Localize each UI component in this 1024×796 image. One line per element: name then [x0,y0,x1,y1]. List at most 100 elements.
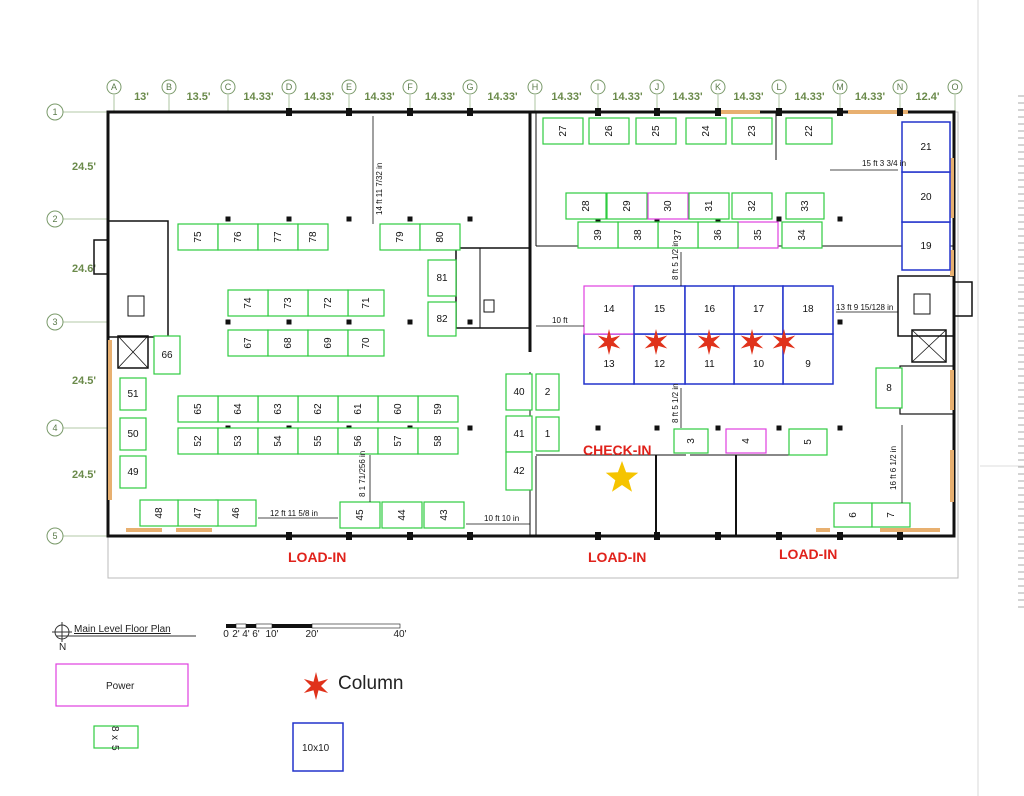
booth-31[interactable]: 31 [688,192,730,220]
booth-68[interactable]: 68 [267,329,309,357]
booth-25[interactable]: 25 [635,117,677,145]
booth-7[interactable]: 7 [871,502,911,528]
booth-63[interactable]: 63 [257,395,299,423]
booth-50[interactable]: 50 [119,417,147,451]
booth-72[interactable]: 72 [307,289,349,317]
column-dot [654,108,660,116]
column-dot [837,319,843,325]
column-stars [597,329,796,355]
booth-78[interactable]: 78 [297,223,329,251]
booth-39[interactable]: 39 [577,221,619,249]
booth-46[interactable]: 46 [215,499,257,527]
column-dot [467,425,473,431]
booth-6[interactable]: 6 [833,502,873,528]
booth-57[interactable]: 57 [377,427,419,455]
booth-59[interactable]: 59 [417,395,459,423]
booth-9[interactable]: 9 [782,333,834,385]
booth-20[interactable]: 20 [901,171,951,223]
booth-77[interactable]: 77 [257,223,299,251]
booth-81[interactable]: 81 [427,259,457,297]
booth-49[interactable]: 49 [119,455,147,489]
booth-15[interactable]: 15 [633,285,686,335]
grid-bubble [462,79,478,95]
booth-16[interactable]: 16 [684,285,735,335]
booth-45[interactable]: 45 [339,501,381,529]
booth-18[interactable]: 18 [782,285,834,335]
booth-4[interactable]: 4 [725,428,767,454]
booth-66[interactable]: 66 [153,335,181,375]
booth-47[interactable]: 47 [177,499,219,527]
booth-75[interactable]: 75 [177,223,219,251]
booth-73[interactable]: 73 [267,289,309,317]
booth-43[interactable]: 43 [423,501,465,529]
booth-30[interactable]: 30 [647,192,689,220]
booth-22[interactable]: 22 [785,117,833,145]
grid-letter: H [532,82,539,92]
booth-26[interactable]: 26 [588,117,630,145]
booth-number: 7 [886,512,897,518]
booth-outline [781,221,823,249]
booth-10[interactable]: 10 [733,333,784,385]
booth-outline [215,499,257,527]
booth-17[interactable]: 17 [733,285,784,335]
booth-71[interactable]: 71 [347,289,385,317]
booth-number: 24 [701,125,712,137]
booth-58[interactable]: 58 [417,427,459,455]
booth-51[interactable]: 51 [119,377,147,411]
booth-35[interactable]: 35 [737,221,779,249]
booth-outline [337,395,379,423]
booth-38[interactable]: 38 [617,221,659,249]
booth-3[interactable]: 3 [673,428,709,454]
booth-55[interactable]: 55 [297,427,339,455]
booth-69[interactable]: 69 [307,329,349,357]
booth-outline [139,499,179,527]
booth-32[interactable]: 32 [731,192,773,220]
booth-64[interactable]: 64 [217,395,259,423]
booth-70[interactable]: 70 [347,329,385,357]
booth-53[interactable]: 53 [217,427,259,455]
booth-42[interactable]: 42 [505,451,533,491]
booth-60[interactable]: 60 [377,395,419,423]
booth-27[interactable]: 27 [542,117,584,145]
booth-8[interactable]: 8 [875,367,903,409]
booth-44[interactable]: 44 [381,501,423,529]
booth-41[interactable]: 41 [505,415,533,453]
booth-number: 70 [361,337,372,349]
grid-spacing: 13' [134,91,149,103]
load-in-label-center: LOAD-IN [588,549,646,565]
booth-80[interactable]: 80 [419,223,461,251]
booth-5[interactable]: 5 [788,428,828,456]
booth-2[interactable]: 2 [535,373,560,411]
booth-outline [423,501,465,529]
booth-1[interactable]: 1 [535,416,560,452]
booth-number: 5 [803,439,814,445]
booth-56[interactable]: 56 [337,427,379,455]
column-dot [776,108,782,116]
booth-36[interactable]: 36 [697,221,739,249]
booth-62[interactable]: 62 [297,395,339,423]
booth-33[interactable]: 33 [785,192,825,220]
booth-24[interactable]: 24 [685,117,727,145]
booth-number: 16 [704,304,716,315]
booth-65[interactable]: 65 [177,395,219,423]
booth-61[interactable]: 61 [337,395,379,423]
booth-29[interactable]: 29 [606,192,648,220]
booth-74[interactable]: 74 [227,289,269,317]
booth-54[interactable]: 54 [257,427,299,455]
booth-76[interactable]: 76 [217,223,259,251]
booth-37[interactable]: 37 [657,221,699,249]
booth-52[interactable]: 52 [177,427,219,455]
column-dot [407,216,413,222]
grid-spacing: 14.33' [304,91,335,103]
booth-67[interactable]: 67 [227,329,269,357]
booth-79[interactable]: 79 [379,223,421,251]
booth-21[interactable]: 21 [901,121,951,173]
booth-19[interactable]: 19 [901,221,951,271]
booth-34[interactable]: 34 [781,221,823,249]
booth-48[interactable]: 48 [139,499,179,527]
booth-82[interactable]: 82 [427,301,457,337]
booth-23[interactable]: 23 [731,117,773,145]
booth-28[interactable]: 28 [565,192,607,220]
booth-14[interactable]: 14 [583,285,635,335]
booth-40[interactable]: 40 [505,373,533,411]
